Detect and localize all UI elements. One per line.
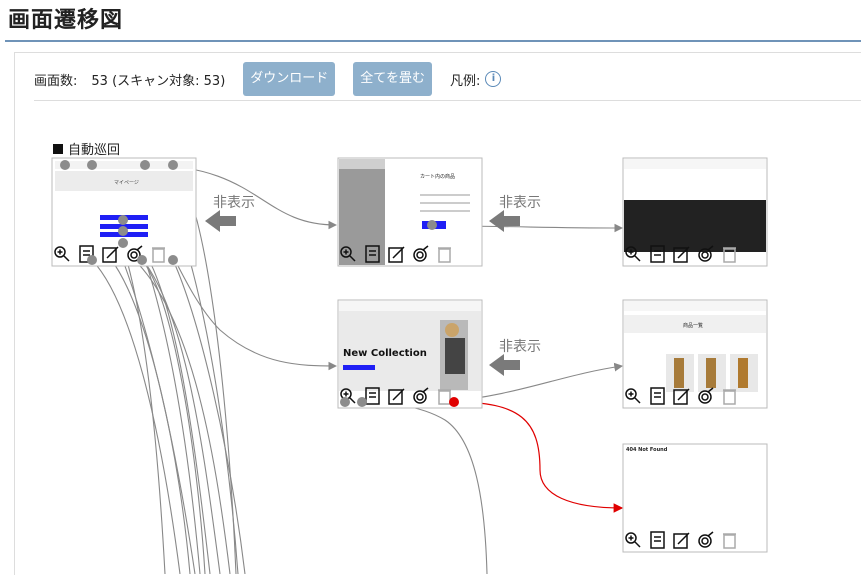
group-square-icon [53,144,63,154]
screen-node[interactable]: New Collection [337,299,483,409]
hidden-label: 非表示 [213,195,255,211]
group-label: 自動巡回 [53,139,120,158]
screen-count-value: 53 (スキャン対象: 53) [91,73,226,89]
connector-dots[interactable] [60,160,437,407]
screen-node[interactable] [622,157,768,267]
edge [122,239,221,574]
edge [141,259,206,574]
hidden-arrows[interactable] [205,210,520,376]
toolbar-divider [34,100,861,101]
edge [122,224,211,574]
error-edge [453,401,624,513]
toolbar: 画面数: 53 (スキャン対象: 53) ダウンロード 全てを畳む 凡例: i [34,62,502,96]
thumb-title: マイページ [114,180,139,186]
hidden-label: 非表示 [499,195,541,211]
thumb-title: New Collection [343,348,427,359]
thumb-title: 404 Not Found [626,447,668,453]
thumb-title: カート内の商品 [420,173,455,180]
edge [344,401,488,574]
screen-node[interactable]: 商品一覧 [622,299,768,409]
screen-node[interactable]: 404 Not Found [622,443,768,553]
edge [109,257,191,574]
legend-label: 凡例: [450,73,481,89]
title-divider [5,40,861,42]
error-connector-dot[interactable] [449,397,459,407]
screen-count-label: 画面数: [34,73,78,89]
group-label-text: 自動巡回 [68,143,121,158]
screen-node[interactable]: カート内の商品 [337,157,483,267]
edge [91,259,181,574]
page-title: 画面遷移図 [8,8,124,33]
screen-node[interactable]: マイページ [51,157,197,267]
edge [122,249,231,574]
hidden-label: 非表示 [499,339,541,355]
left-arrow-icon [489,210,520,232]
node-actions[interactable] [54,245,736,549]
left-arrow-icon [489,354,520,376]
info-icon[interactable]: i [485,71,502,87]
thumb-title: 商品一覧 [683,322,703,329]
download-button[interactable]: ダウンロード [243,62,336,96]
left-arrow-icon [205,210,236,232]
edge [172,259,246,574]
collapse-all-button[interactable]: 全てを畳む [353,62,433,96]
